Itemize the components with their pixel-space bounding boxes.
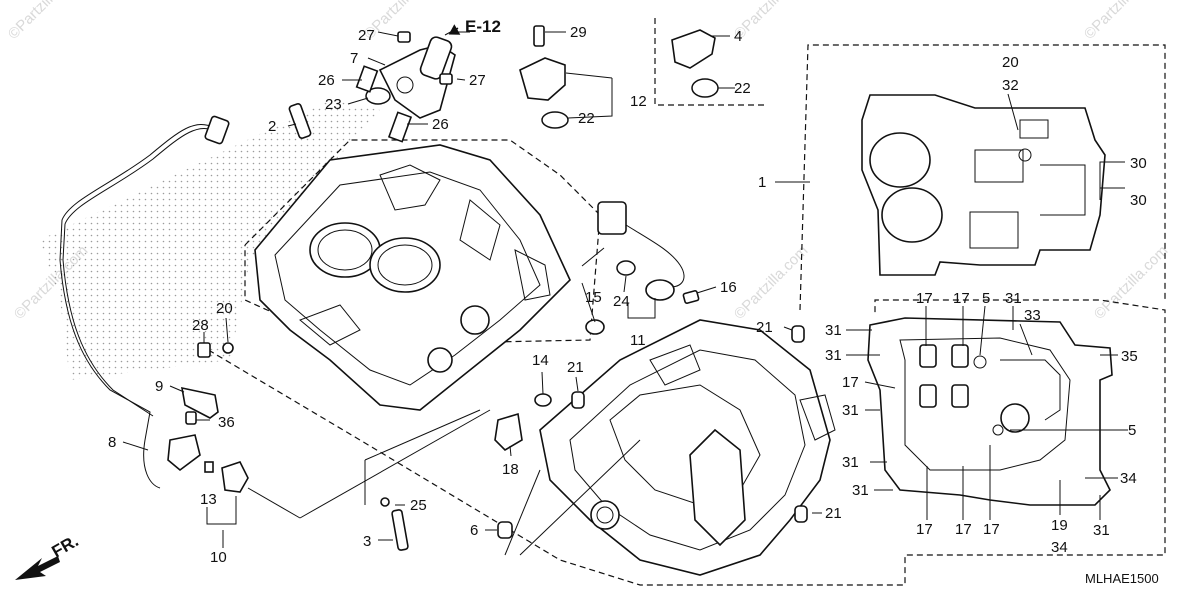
- crankcase-top-view: [861, 94, 1106, 276]
- callout-31a: 31: [1005, 290, 1022, 307]
- callout-21b: 21: [756, 319, 773, 336]
- callout-19: 19: [1051, 517, 1068, 534]
- callout-13: 13: [200, 491, 217, 508]
- callout-26b: 26: [432, 116, 449, 133]
- callout-34b: 34: [1051, 539, 1068, 556]
- callout-12: 12: [630, 93, 647, 110]
- watermark-text: ©Partzilla.com: [1081, 0, 1162, 43]
- watermark-text: ©Partzilla.com: [731, 0, 812, 43]
- watermark-text: ©Partzilla.com: [731, 242, 812, 323]
- stipple-shading: [40, 100, 380, 380]
- callout-29: 29: [570, 24, 587, 41]
- callout-22a: 22: [578, 110, 595, 127]
- callout-10: 10: [210, 549, 227, 566]
- callout-21a: 21: [567, 359, 584, 376]
- callout-17a: 17: [916, 290, 933, 307]
- callout-31g: 31: [1093, 522, 1110, 539]
- callout-30a: 30: [1130, 155, 1147, 172]
- callout-17d: 17: [916, 521, 933, 538]
- callout-36: 36: [218, 414, 235, 431]
- reference-arrow: [444, 24, 470, 36]
- callout-31c: 31: [825, 347, 842, 364]
- callout-27a: 27: [358, 27, 375, 44]
- callout-3: 3: [363, 533, 371, 550]
- callout-14: 14: [532, 352, 549, 369]
- cylinder-bore-front: [309, 222, 381, 278]
- callout-7: 7: [350, 50, 358, 67]
- callout-17e: 17: [955, 521, 972, 538]
- callout-27b: 27: [469, 72, 486, 89]
- callout-6: 6: [470, 522, 478, 539]
- upper-crankcase: [254, 144, 571, 411]
- crankcase-bottom-view: [867, 317, 1113, 506]
- callout-23: 23: [325, 96, 342, 113]
- direction-label: FR.: [49, 531, 82, 561]
- callout-33: 33: [1024, 307, 1041, 324]
- callout-26a: 26: [318, 72, 335, 89]
- callout-4: 4: [734, 28, 742, 45]
- callout-28: 28: [192, 317, 209, 334]
- callout-17b: 17: [953, 290, 970, 307]
- callout-8: 8: [108, 434, 116, 451]
- callout-31e: 31: [842, 454, 859, 471]
- callout-18: 18: [502, 461, 519, 478]
- callout-22b: 22: [734, 80, 751, 97]
- direction-arrow: [15, 556, 60, 580]
- callout-32: 32: [1002, 77, 1019, 94]
- callout-20a: 20: [216, 300, 233, 317]
- leader-lines: [122, 31, 1128, 556]
- callout-31b: 31: [825, 322, 842, 339]
- callout-17c: 17: [842, 374, 859, 391]
- small-parts: [59, 25, 808, 551]
- callout-30b: 30: [1130, 192, 1147, 209]
- callout-9: 9: [155, 378, 163, 395]
- callout-17f: 17: [983, 521, 1000, 538]
- callout-34a: 34: [1120, 470, 1137, 487]
- callout-1: 1: [758, 174, 766, 191]
- callout-20b: 20: [1002, 54, 1019, 71]
- callout-25: 25: [410, 497, 427, 514]
- callout-21c: 21: [825, 505, 842, 522]
- callout-5a: 5: [982, 290, 990, 307]
- callout-5b: 5: [1128, 422, 1136, 439]
- callout-2: 2: [268, 118, 276, 135]
- callout-15: 15: [585, 289, 602, 306]
- figure-code: MLHAE1500: [1085, 571, 1159, 586]
- callout-24: 24: [613, 293, 630, 310]
- callout-31f: 31: [852, 482, 869, 499]
- callout-11: 11: [630, 332, 646, 349]
- callout-35: 35: [1121, 348, 1138, 365]
- cylinder-bore-rear: [369, 237, 441, 293]
- callout-31d: 31: [842, 402, 859, 419]
- callout-16: 16: [720, 279, 737, 296]
- callout-labels: 1 2 3 4 5 5 6 7 8 9 10 11 12 13 14 15 16…: [108, 24, 1147, 566]
- lower-crankcase: [539, 319, 836, 576]
- reference-label: E-12: [465, 17, 501, 36]
- watermark-text: ©Partzilla.com: [5, 0, 86, 43]
- watermark-text: ©Partzilla.com: [1091, 242, 1172, 323]
